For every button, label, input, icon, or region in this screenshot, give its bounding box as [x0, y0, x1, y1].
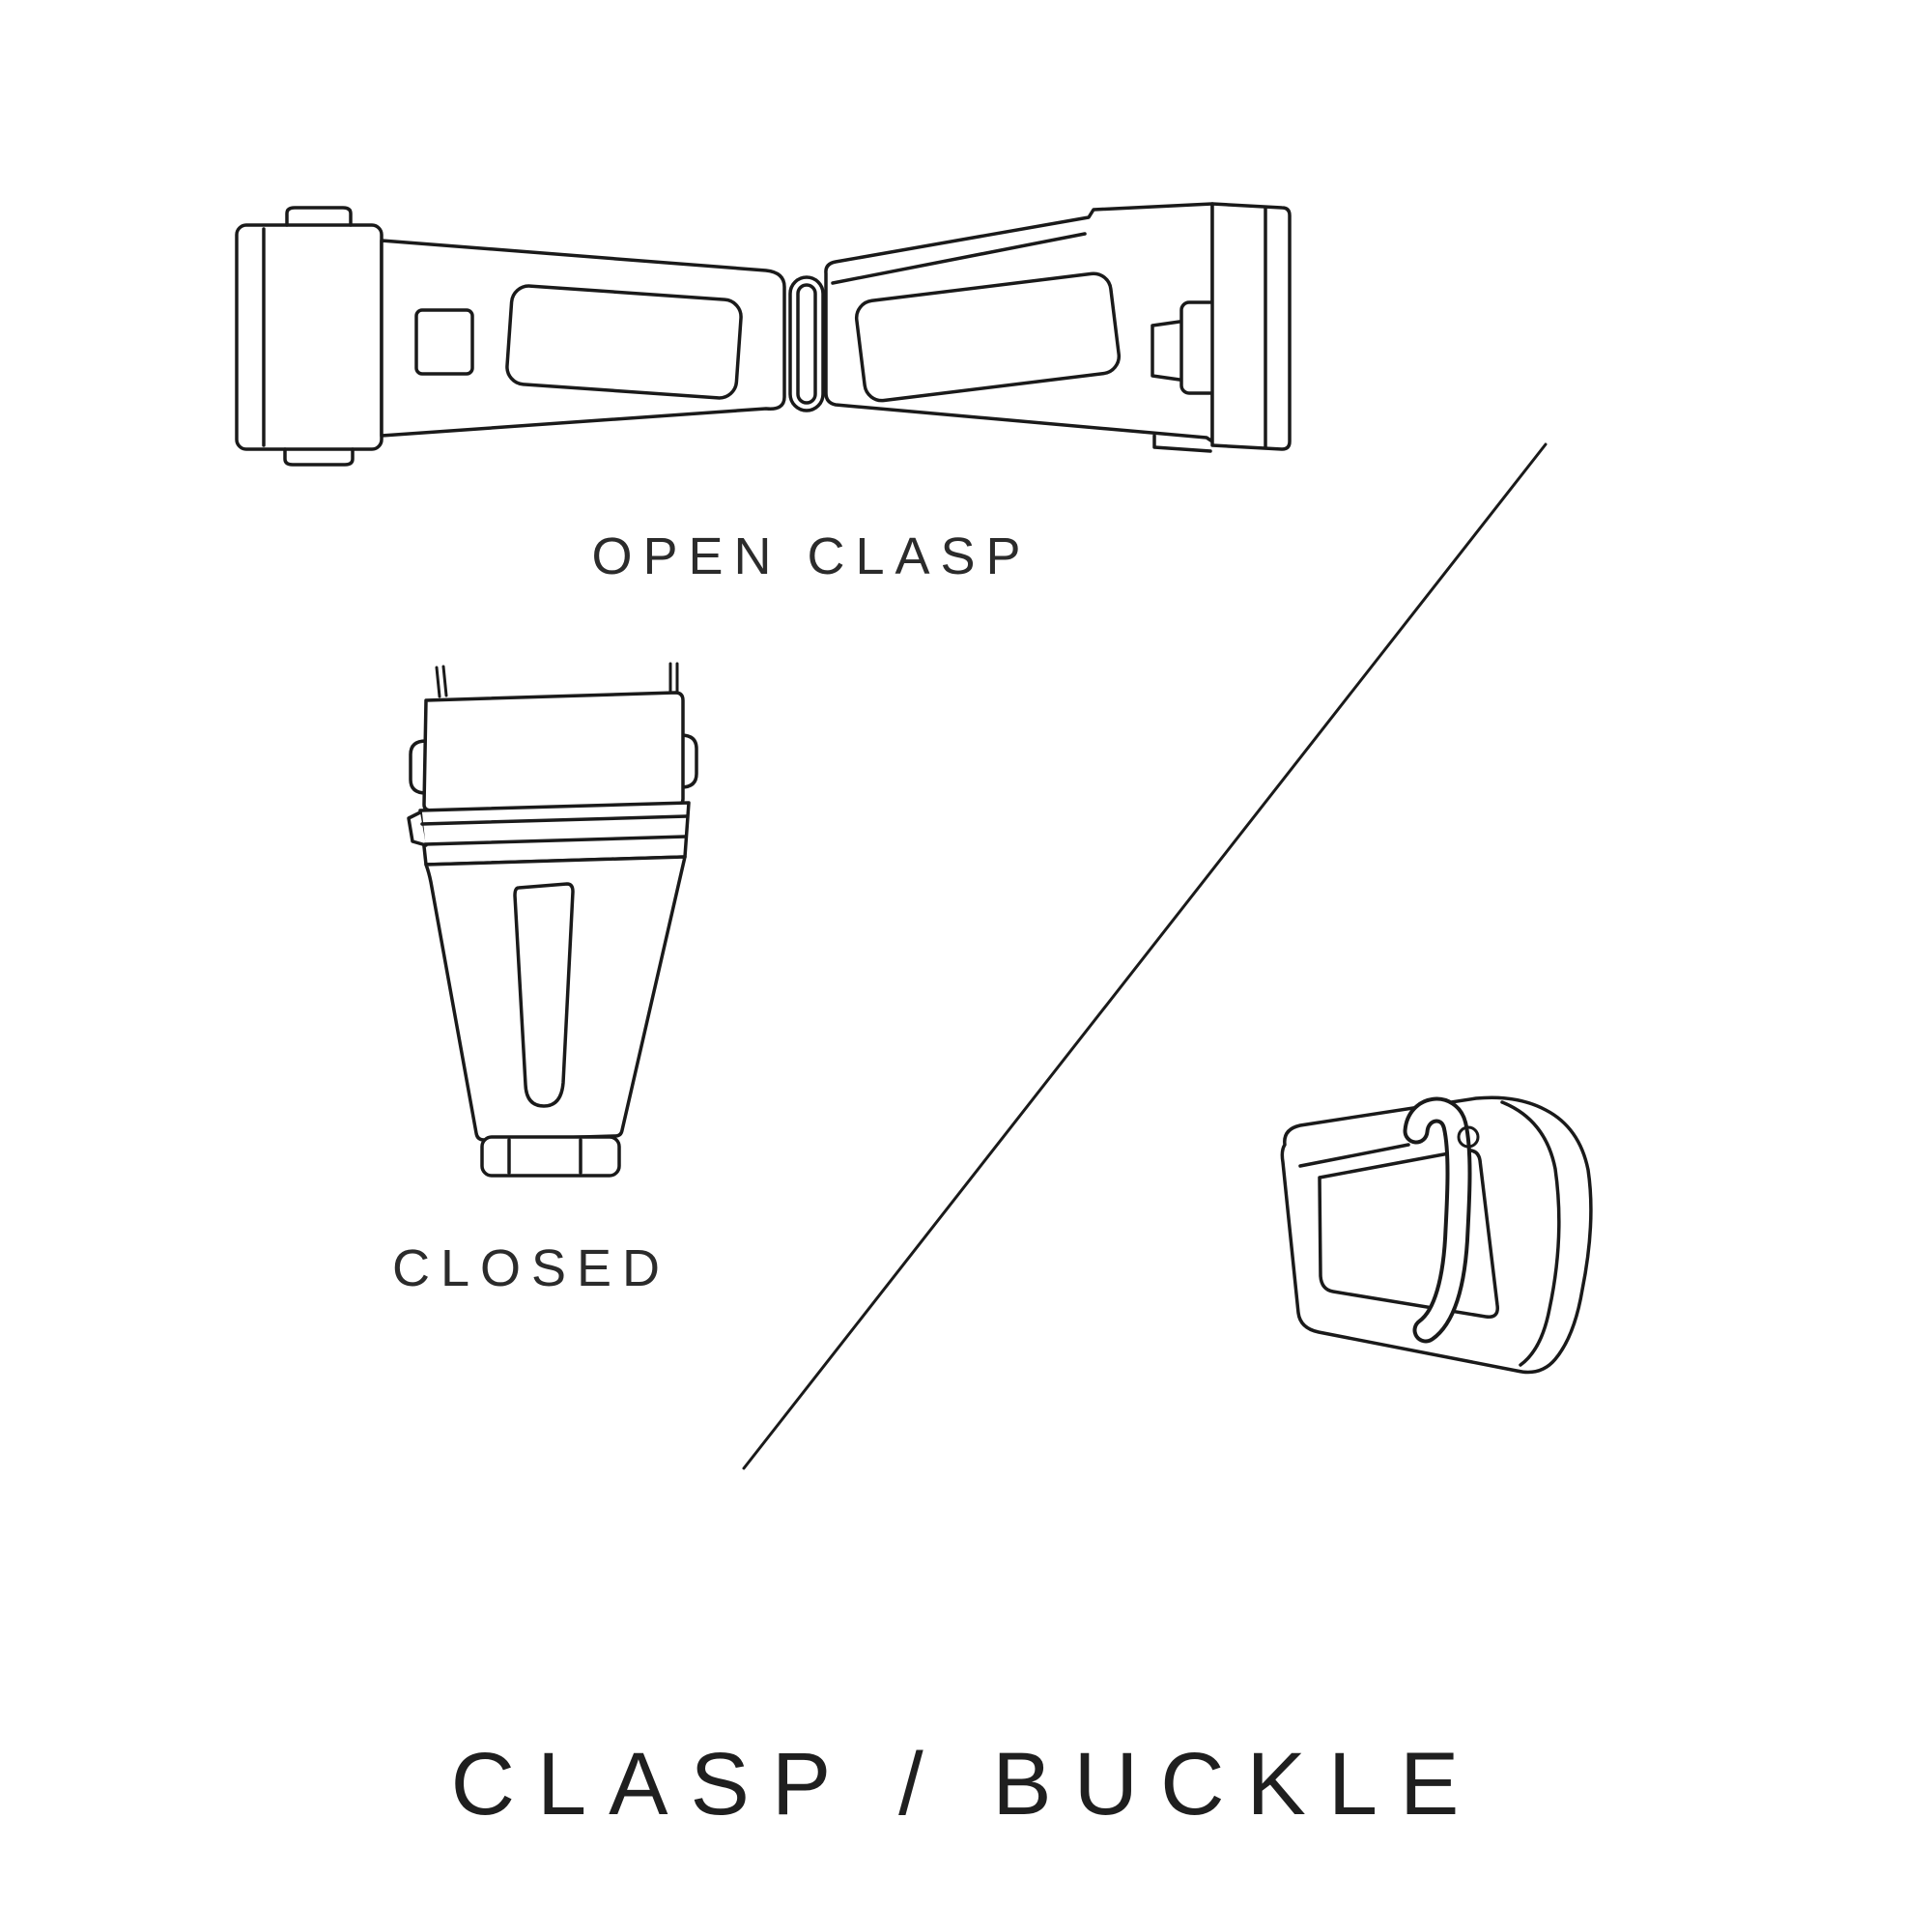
open-clasp-left-arm	[380, 239, 786, 438]
closed-clasp-band	[407, 801, 691, 867]
closed-clasp-label: CLOSED	[391, 1239, 671, 1297]
open-clasp-right-arm	[824, 202, 1236, 453]
closed-clasp-illustration	[407, 662, 698, 1178]
open-clasp-illustration	[235, 202, 1292, 467]
open-clasp-left-end-link	[235, 206, 384, 467]
closed-clasp-ears	[409, 733, 698, 795]
open-clasp-label: OPEN CLASP	[591, 527, 1032, 585]
closed-clasp-top-box	[422, 691, 685, 812]
buckle-illustration	[1280, 1095, 1593, 1375]
open-clasp-hinge	[788, 275, 825, 412]
buckle-pin	[1298, 1143, 1410, 1168]
closed-clasp-bottom-cap	[480, 1135, 621, 1178]
closed-clasp-prongs	[435, 662, 679, 698]
page-title: CLASP / BUCKLE	[450, 1735, 1482, 1833]
closed-clasp-body	[424, 855, 687, 1142]
open-clasp-right-end-link	[1210, 202, 1292, 451]
buckle-tang	[1403, 1096, 1480, 1344]
